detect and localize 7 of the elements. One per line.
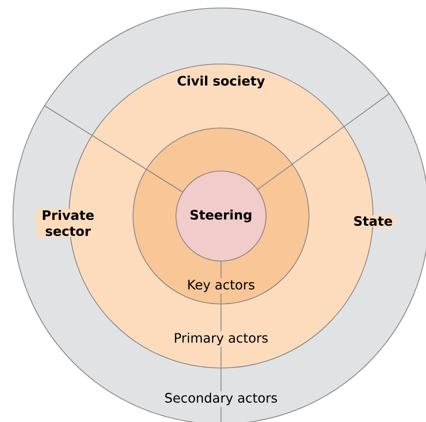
sector-label: Civil society [165, 74, 277, 90]
sector-label: State [351, 215, 395, 227]
sector-label: Private sector [36, 208, 100, 238]
ring-label: Secondary actors [162, 391, 280, 407]
ring-label: Key actors [186, 278, 256, 294]
ring-label: Primary actors [172, 331, 270, 347]
ring-label: Steering [188, 208, 254, 224]
